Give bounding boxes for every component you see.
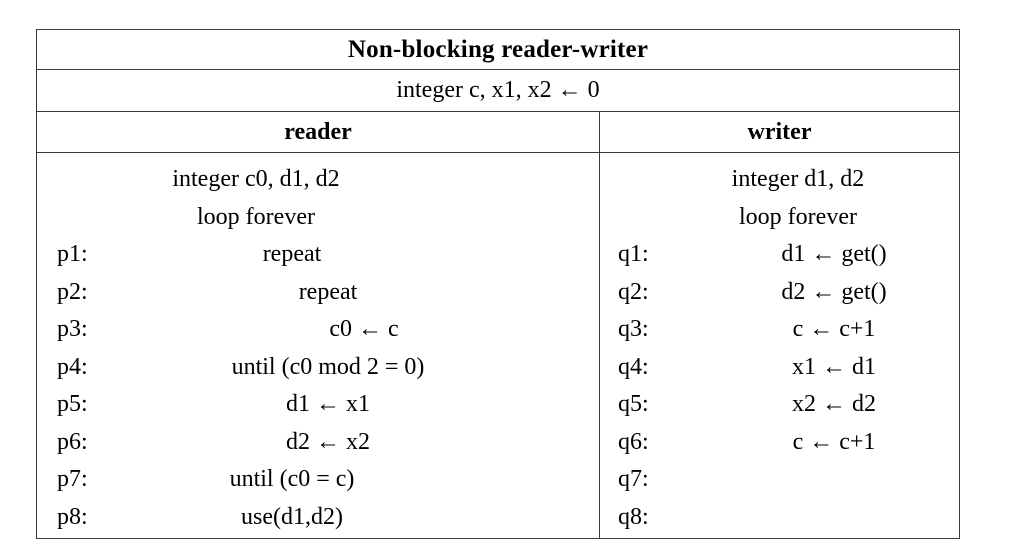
writer-line-statement: d1 ← get()	[781, 241, 887, 267]
writer-line-label: q7:	[618, 466, 649, 492]
reader-line-statement: until (c0 = c)	[229, 466, 355, 492]
reader-line-statement: d2 ← x2	[286, 428, 370, 455]
reader-line: p7: until (c0 = c)	[37, 461, 599, 499]
reader-line-label: p3:	[57, 316, 88, 342]
reader-line-statement: repeat	[298, 278, 358, 305]
writer-line-statement: d2 ← get()	[781, 278, 887, 305]
writer-line-statement: x1 ← d1	[792, 353, 876, 380]
writer-line: q8:	[600, 499, 959, 537]
reader-line-label: p8:	[57, 503, 88, 530]
table-title-row: Non-blocking reader-writer	[36, 29, 960, 70]
column-header-reader: reader	[36, 111, 600, 153]
writer-line-label: q2:	[618, 278, 649, 305]
writer-line: q7:	[600, 461, 959, 499]
shared-declaration: integer c, x1, x2 ← 0	[36, 69, 960, 112]
reader-line-statement: c0 ← c	[329, 316, 399, 342]
reader-line: p5: d1 ← x1	[37, 386, 599, 424]
writer-line-label: q8:	[618, 503, 649, 530]
reader-line-label: p5:	[57, 391, 88, 417]
reader-line: p3: c0 ← c	[37, 311, 599, 349]
reader-line: integer c0, d1, d2	[37, 161, 599, 199]
shared-declaration-row: integer c, x1, x2 ← 0	[36, 69, 960, 112]
reader-line-statement: repeat	[262, 241, 322, 267]
writer-line-label: q1:	[618, 241, 649, 267]
reader-line: p2: repeat	[37, 274, 599, 312]
reader-line: p4: until (c0 mod 2 = 0)	[37, 349, 599, 387]
writer-line: q4: x1 ← d1	[600, 349, 959, 387]
reader-line-statement: integer c0, d1, d2	[172, 166, 340, 192]
writer-line-statement: integer d1, d2	[731, 166, 865, 192]
writer-line: q6: c ← c+1	[600, 424, 959, 462]
column-header-writer: writer	[599, 111, 960, 153]
reader-line-label: p6:	[57, 428, 88, 455]
writer-line: q3: c ← c+1	[600, 311, 959, 349]
writer-line: q1: d1 ← get()	[600, 236, 959, 274]
algorithm-title: Non-blocking reader-writer	[36, 29, 960, 70]
writer-line-label: q6:	[618, 428, 649, 455]
reader-line-label: p2:	[57, 278, 88, 305]
writer-line: q2: d2 ← get()	[600, 274, 959, 312]
writer-line-label: q4:	[618, 353, 649, 380]
writer-line-statement: c ← c+1	[792, 316, 876, 342]
reader-line: p1: repeat	[37, 236, 599, 274]
writer-line-label: q5:	[618, 391, 649, 417]
reader-line: loop forever	[37, 199, 599, 237]
reader-line-statement: d1 ← x1	[286, 391, 370, 417]
writer-line: loop forever	[600, 199, 959, 237]
writer-line-label: q3:	[618, 316, 649, 342]
writer-line: integer d1, d2	[600, 161, 959, 199]
reader-line-label: p4:	[57, 353, 88, 380]
reader-line-label: p1:	[57, 241, 88, 267]
reader-line-label: p7:	[57, 466, 88, 492]
reader-line-statement: use(d1,d2)	[241, 503, 343, 530]
writer-line-statement: loop forever	[739, 203, 857, 230]
writer-line: q5: x2 ← d2	[600, 386, 959, 424]
reader-line: p8: use(d1,d2)	[37, 499, 599, 537]
writer-line-statement: x2 ← d2	[792, 391, 876, 417]
reader-line-statement: until (c0 mod 2 = 0)	[231, 353, 425, 380]
reader-line: p6: d2 ← x2	[37, 424, 599, 462]
writer-line-statement: c ← c+1	[792, 428, 876, 455]
reader-line-statement: loop forever	[197, 203, 315, 230]
algorithm-table: Non-blocking reader-writer integer c, x1…	[36, 29, 960, 539]
column-header-row: reader writer	[36, 111, 960, 153]
